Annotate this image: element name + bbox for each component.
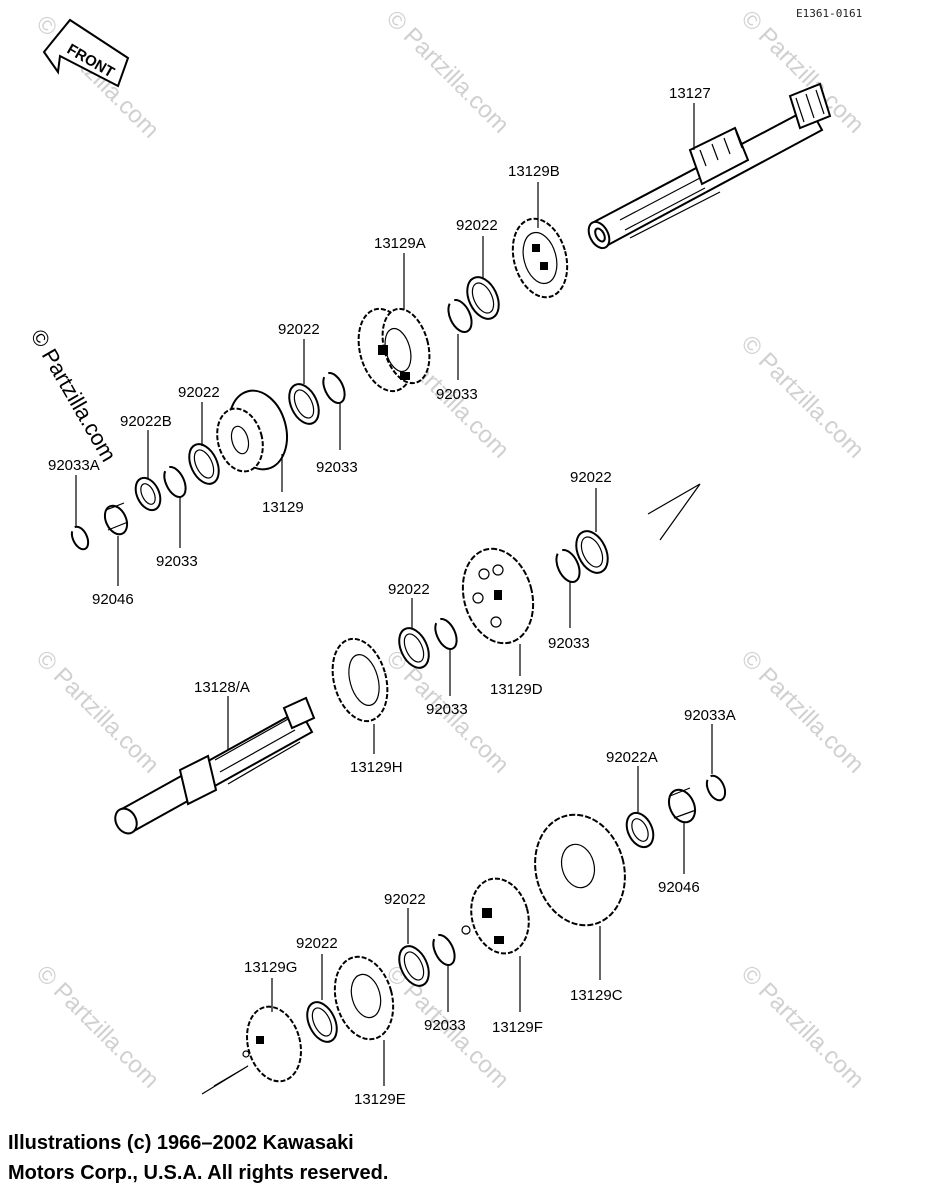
circlip-92033-b: [163, 466, 187, 498]
label-92033: 92033: [156, 553, 198, 570]
label-13129F: 13129F: [492, 1019, 543, 1036]
label-13127: 13127: [669, 85, 711, 102]
watermark: © Partzilla.com: [736, 330, 869, 463]
gear-13129G: [242, 1005, 302, 1083]
part-labels: 13127 13129B 92022 13129A 92022 92033 92…: [48, 85, 736, 1108]
diagram-code: E1361-0161: [796, 7, 862, 20]
gear-13129F: [461, 877, 530, 955]
label-92022A: 92022A: [606, 749, 658, 766]
label-92022: 92022: [570, 469, 612, 486]
label-13128A: 13128/A: [194, 679, 250, 696]
shaft-13128A: [114, 696, 316, 835]
axis-arrow: [647, 483, 701, 541]
label-13129E: 13129E: [354, 1091, 406, 1108]
label-92033: 92033: [426, 701, 468, 718]
label-92033A: 92033A: [684, 707, 736, 724]
label-92022: 92022: [456, 217, 498, 234]
washer-92022A: [625, 811, 655, 849]
washer-92022-g: [306, 1001, 338, 1043]
gear-13129: [216, 389, 288, 473]
label-13129H: 13129H: [350, 759, 403, 776]
label-92022: 92022: [278, 321, 320, 338]
bearing-92046-b: [667, 787, 697, 824]
watermark-vertical: © Partzilla.com: [26, 325, 122, 466]
watermark: © Partzilla.com: [31, 10, 164, 143]
label-92022: 92022: [178, 384, 220, 401]
gear-13129B: [511, 217, 569, 299]
washer-92022-c: [188, 443, 220, 485]
copyright-notice: Illustrations (c) 1966–2002 Kawasaki Mot…: [8, 1128, 388, 1188]
label-92022B: 92022B: [120, 413, 172, 430]
leader-lines: [75, 103, 713, 1086]
axis-arrow: [201, 1065, 249, 1095]
shaft-13127: [587, 82, 832, 250]
circlip-92033-a: [447, 299, 473, 333]
washer-92022-d: [398, 627, 430, 669]
watermark: © Partzilla.com: [736, 960, 869, 1093]
gear-13129C: [534, 813, 626, 927]
circlip-92033A-a: [70, 525, 90, 551]
circlip-92033-d: [434, 618, 458, 650]
circlip-92033A-b: [705, 774, 727, 802]
label-13129C: 13129C: [570, 987, 623, 1004]
label-92046: 92046: [92, 591, 134, 608]
label-13129G: 13129G: [244, 959, 297, 976]
label-13129: 13129: [262, 499, 304, 516]
label-92033A: 92033A: [48, 457, 100, 474]
watermark: © Partzilla.com: [381, 5, 514, 138]
label-13129D: 13129D: [490, 681, 543, 698]
label-13129A: 13129A: [374, 235, 426, 252]
bearing-92046-a: [103, 502, 129, 536]
washer-92022-a: [466, 276, 500, 320]
label-92022: 92022: [384, 891, 426, 908]
gear-13129A: [357, 307, 431, 393]
washer-92022-b: [288, 383, 320, 425]
circlip-92033-f: [432, 934, 456, 966]
watermark: © Partzilla.com: [31, 960, 164, 1093]
circlip-92033-e: [555, 549, 581, 583]
gear-13129D: [461, 547, 535, 645]
washer-92022B: [134, 476, 162, 512]
label-92022: 92022: [388, 581, 430, 598]
watermark: © Partzilla.com: [31, 645, 164, 778]
gear-13129H: [331, 637, 389, 723]
washer-92022-f: [398, 945, 430, 987]
washer-92022-e: [575, 530, 609, 574]
watermark: © Partzilla.com: [736, 645, 869, 778]
label-92033: 92033: [548, 635, 590, 652]
label-13129B: 13129B: [508, 163, 560, 180]
copyright-line-1: Illustrations (c) 1966–2002 Kawasaki: [8, 1132, 354, 1154]
label-92033: 92033: [436, 386, 478, 403]
circlip-92033-c: [322, 372, 346, 404]
copyright-line-2: Motors Corp., U.S.A. All rights reserved…: [8, 1162, 389, 1184]
label-92046: 92046: [658, 879, 700, 896]
gear-13129E: [333, 955, 395, 1041]
label-92033: 92033: [316, 459, 358, 476]
label-92022: 92022: [296, 935, 338, 952]
label-92033: 92033: [424, 1017, 466, 1034]
